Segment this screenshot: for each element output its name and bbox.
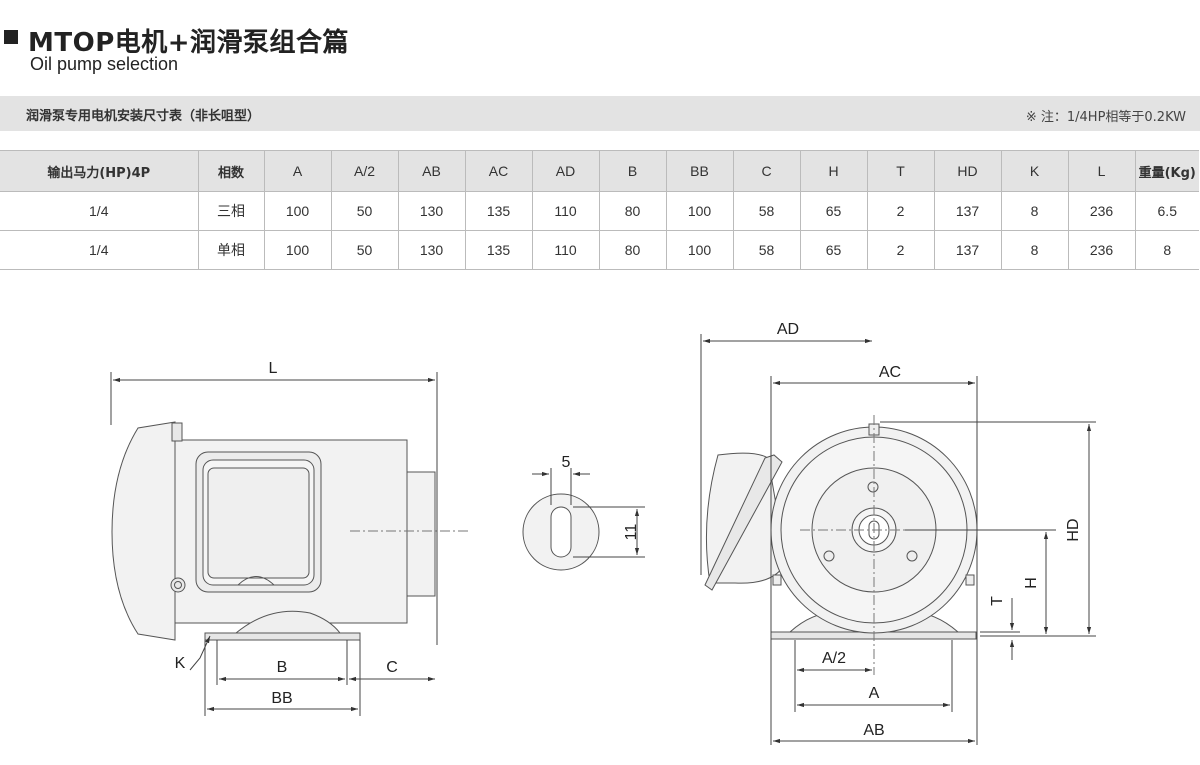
table-cell: 137 [933,230,1002,270]
table-cell: 58 [732,191,801,231]
table-cell: 1/4 [0,191,199,231]
front-center-lines [800,415,950,675]
page-subtitle: Oil pump selection [30,54,179,74]
col-header-h: H [799,150,868,192]
table-cell: 58 [732,230,801,270]
table-cell: 110 [531,230,600,270]
table-cell: 80 [598,191,667,231]
table-cell: 50 [330,230,399,270]
table-cell: 单相 [197,230,265,270]
table-cell: 50 [330,191,399,231]
table-cell: 135 [464,191,533,231]
table-cell: 110 [531,191,600,231]
label-bb: BB [271,690,292,707]
section-note: ※ 注：1/4HP相等于0.2KW [1025,110,1186,125]
shaft-detail [522,493,600,571]
front-view-dimensions [700,334,1096,745]
table-cell: 65 [799,191,868,231]
table-cell: 236 [1067,230,1136,270]
col-header-phase: 相数 [197,150,265,192]
motor-front-view [704,423,978,640]
label-k: K [175,655,186,672]
table-cell: 100 [263,191,332,231]
page-title: MTOP电机+润滑泵组合篇 [28,28,350,58]
table-cell: 135 [464,230,533,270]
table-cell: 8 [1134,230,1199,270]
col-header-a2: A/2 [330,150,399,192]
label-b: B [277,659,288,676]
table-cell: 80 [598,230,667,270]
table-row: 1/4 单相 100 50 130 135 110 80 100 58 65 2… [0,230,1199,270]
side-view-dimensions [110,372,438,716]
section-bar: 润滑泵专用电机安装尺寸表（非长咀型） ※ 注：1/4HP相等于0.2KW [0,96,1200,131]
table-cell: 100 [263,230,332,270]
table-cell: 1/4 [0,230,199,270]
col-header-ac: AC [464,150,533,192]
col-header-weight: 重量(Kg) [1134,150,1199,192]
col-header-hd: HD [933,150,1002,192]
col-header-ad: AD [531,150,600,192]
label-keyway-width: 5 [562,454,571,471]
col-header-a: A [263,150,332,192]
label-ab: AB [863,722,884,739]
label-c: C [386,659,398,676]
label-h: H [1023,577,1040,589]
title-square-icon [4,30,18,44]
label-ad: AD [777,321,799,338]
label-t: T [989,596,1006,606]
label-shaft-height: 11 [623,524,640,541]
table-cell: 130 [397,230,466,270]
shaft-dimensions [532,468,645,558]
label-hd: HD [1065,518,1082,541]
table-cell: 8 [1000,230,1069,270]
leader-k [189,635,211,671]
table-row: 1/4 三相 100 50 130 135 110 80 100 58 65 2… [0,191,1199,231]
table-header-row: 输出马力(HP)4P 相数 A A/2 AB AC AD B BB C H T … [0,150,1199,192]
col-header-k: K [1000,150,1069,192]
label-l: L [269,360,278,377]
col-header-c: C [732,150,801,192]
spec-table: 输出马力(HP)4P 相数 A A/2 AB AC AD B BB C H T … [0,150,1199,270]
col-header-bb: BB [665,150,734,192]
label-a2: A/2 [822,650,846,667]
label-a: A [869,685,880,702]
label-ac: AC [879,364,901,381]
section-title: 润滑泵专用电机安装尺寸表（非长咀型） [26,109,261,124]
col-header-b: B [598,150,667,192]
col-header-t: T [866,150,935,192]
